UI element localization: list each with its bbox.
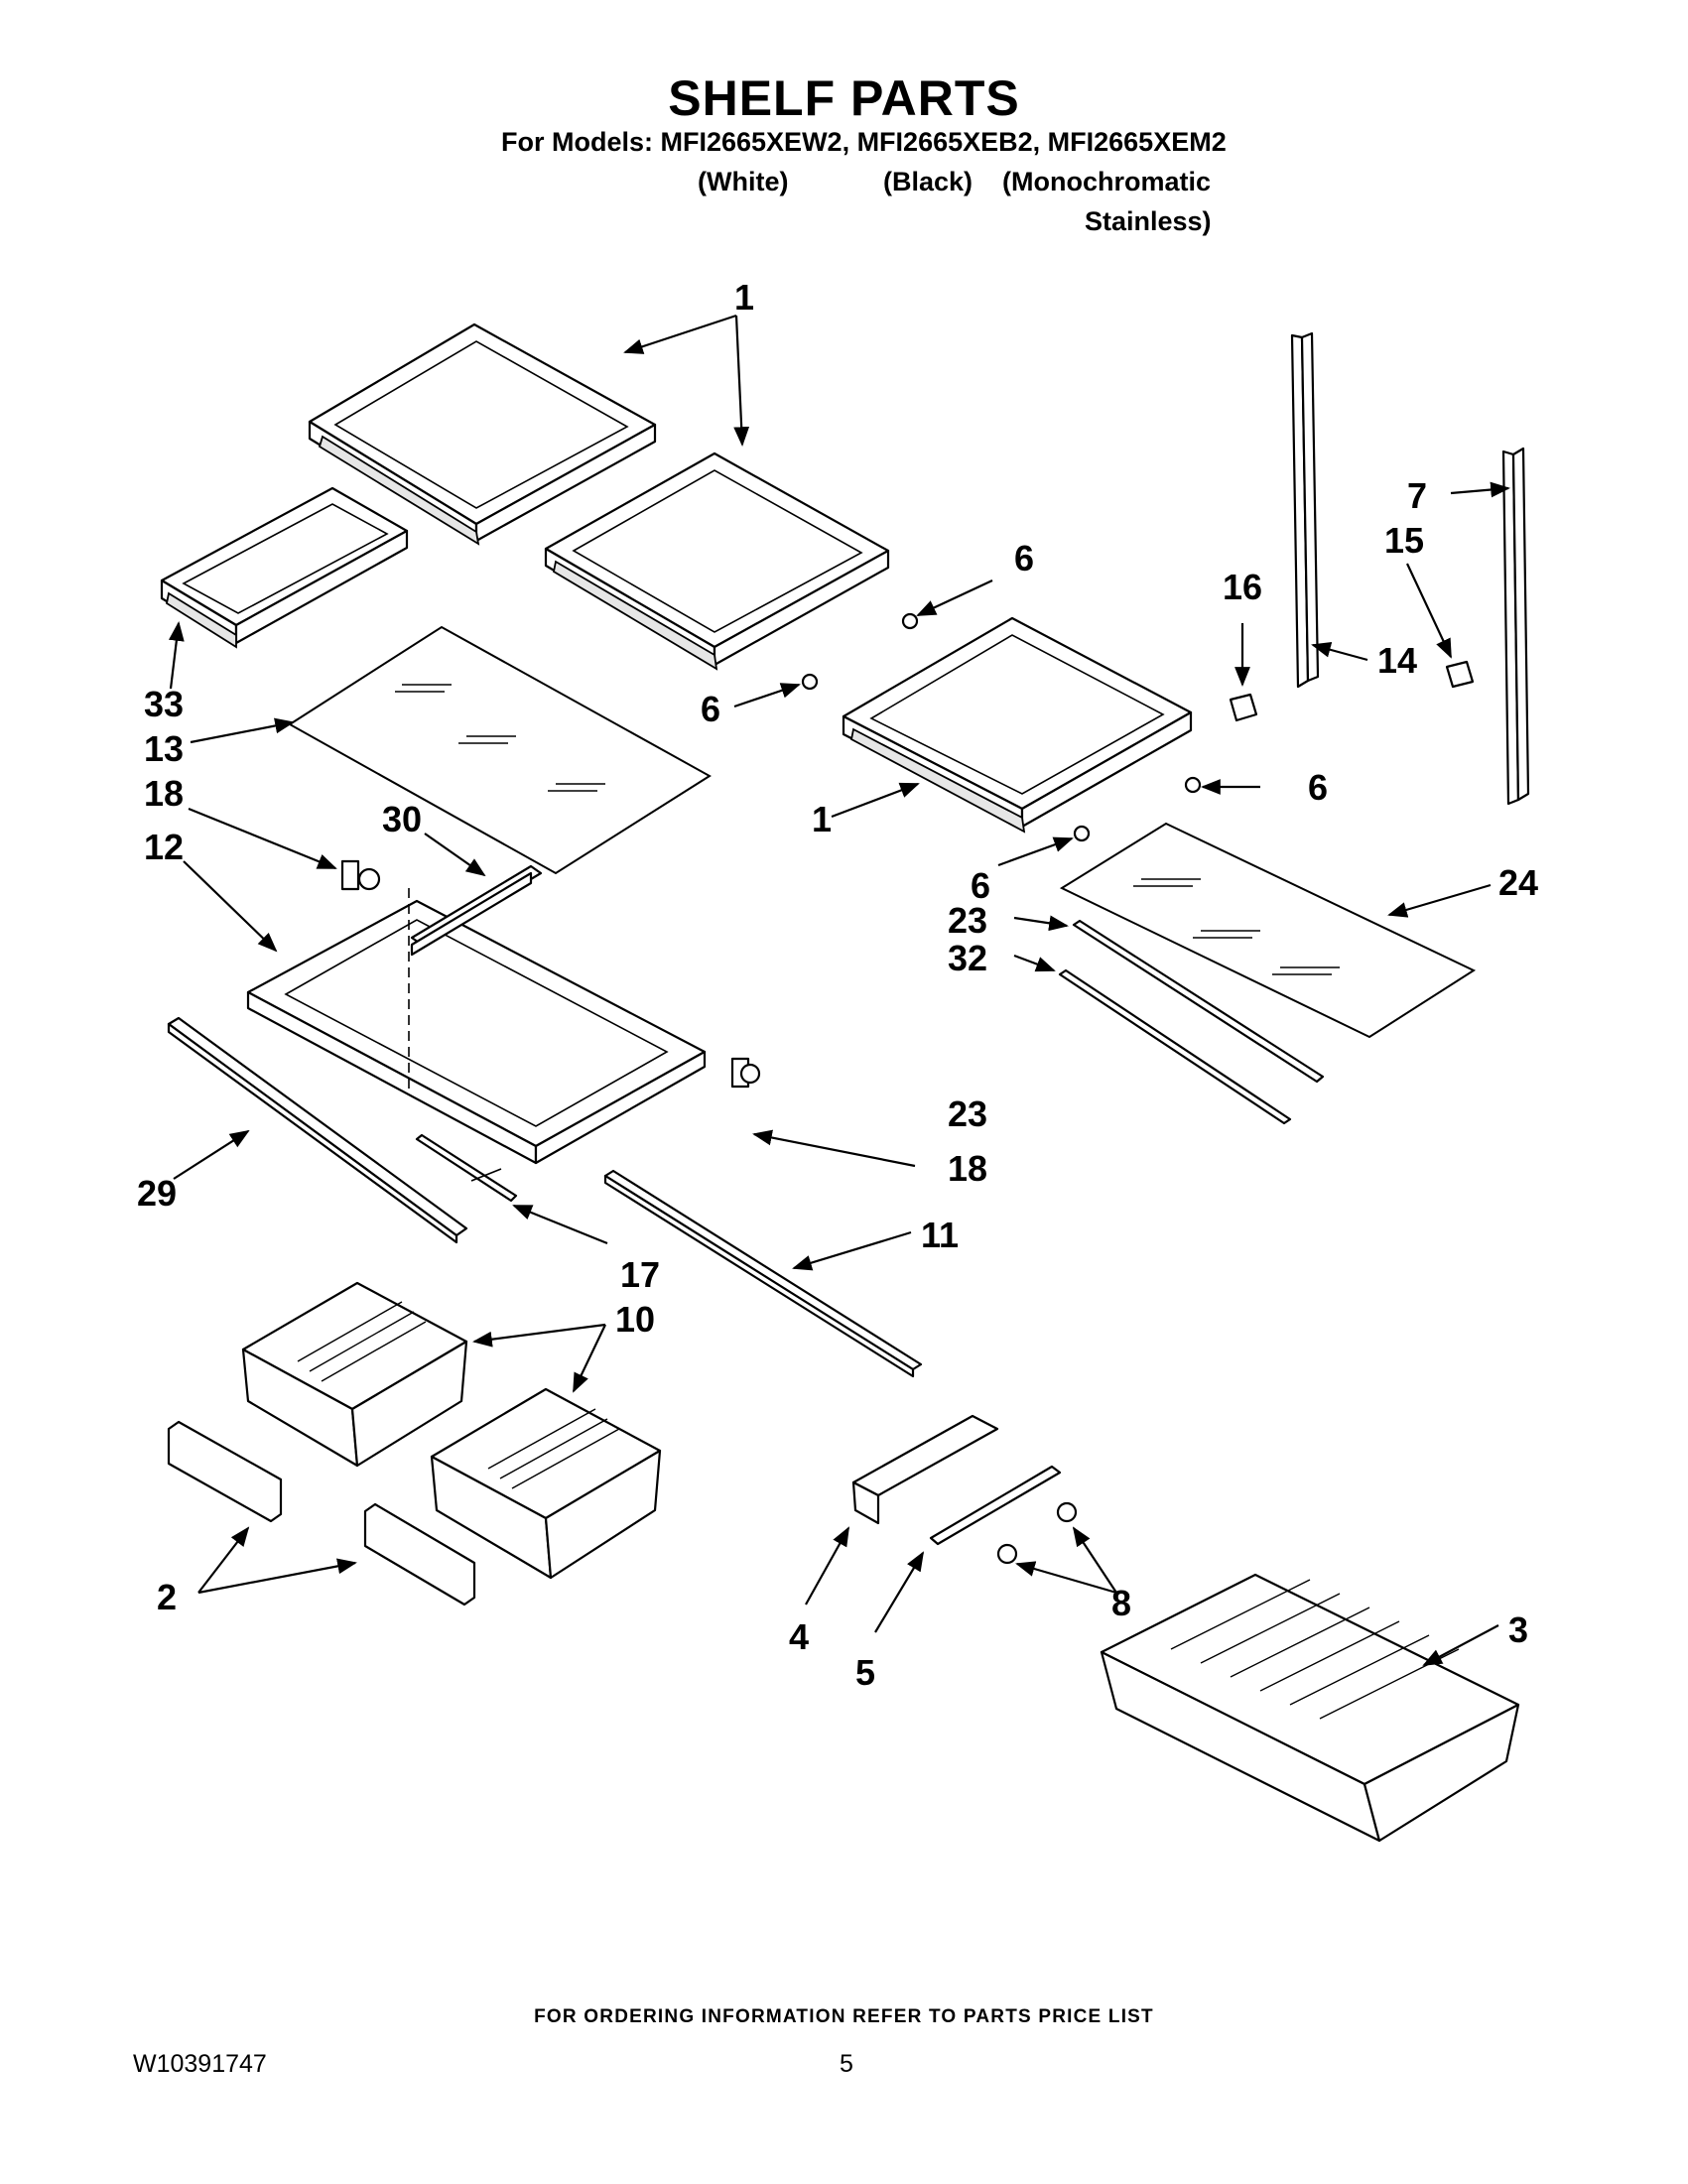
glass-panel-part-13 [288,625,712,875]
callout-23-bottom: 23 [948,1093,987,1134]
callout-29: 29 [137,1173,177,1214]
rail-part-7 [1501,447,1530,806]
clip-part-18-bottom [730,1057,761,1089]
pan-part-3 [1100,1573,1520,1843]
callout-6-b: 6 [701,689,720,729]
rail-part-11 [603,1169,923,1378]
shelf-part-1-middle [544,451,890,671]
drawer-front-part-2-right [363,1502,476,1606]
glass-panel-part-24 [1059,822,1477,1039]
callout-30: 30 [382,799,422,839]
callout-32: 32 [948,938,987,978]
bracket-part-30 [410,864,543,957]
callout-1-mid: 1 [812,799,832,839]
callout-7: 7 [1407,475,1427,516]
cover-part-4 [851,1414,999,1525]
ordering-note: FOR ORDERING INFORMATION REFER TO PARTS … [534,2006,1154,2027]
callout-2: 2 [157,1577,177,1617]
callout-18-top: 18 [144,773,184,814]
callout-6-c: 6 [1308,767,1328,808]
strip-part-29 [167,1016,468,1244]
drawer-front-part-2-left [167,1420,283,1523]
color-mono-label: (Monochromatic [1002,167,1212,196]
screw-part-6-a [901,612,919,630]
trim-strips-part-23-32 [1058,919,1325,1125]
rail-part-14 [1290,331,1320,689]
clip-part-18-top [340,859,381,891]
callout-11: 11 [921,1215,959,1255]
screw-part-6-b [801,673,819,691]
callout-5: 5 [855,1652,875,1693]
shelf-frame-part-12 [246,888,707,1165]
callout-8: 8 [1111,1583,1131,1623]
screw-part-16 [1229,693,1258,722]
callout-1-top: 1 [734,277,754,318]
callout-16: 16 [1223,567,1262,607]
screw-part-8-b [996,1543,1018,1565]
page-number: 5 [840,2050,853,2078]
document-number: W10391747 [133,2050,267,2078]
color-black-label: (Black) [883,167,974,196]
slide-part-17 [415,1133,518,1203]
callout-10: 10 [615,1299,655,1340]
callout-4: 4 [789,1616,809,1657]
callout-17: 17 [620,1254,660,1295]
page-title: SHELF PARTS [668,70,1020,126]
callout-14: 14 [1377,640,1417,681]
crisper-drawer-part-10-left [241,1281,468,1468]
callout-12: 12 [144,827,184,867]
callout-3: 3 [1508,1609,1528,1650]
callout-15: 15 [1384,520,1424,561]
color-white-label: (White) [698,167,789,196]
callout-33: 33 [144,684,184,724]
callout-18-bottom: 18 [948,1148,987,1189]
screw-part-6-c [1184,776,1202,794]
color-mono-label-2: Stainless) [1085,206,1212,236]
screw-part-15 [1445,660,1475,689]
callout-13: 13 [144,728,184,769]
callout-6-a: 6 [1014,538,1034,578]
screw-part-6-d [1073,825,1091,842]
callout-23-top: 23 [948,900,987,941]
callout-24: 24 [1498,862,1538,903]
shelf-part-1-right [842,616,1193,834]
slide-part-5 [929,1465,1062,1546]
models-line: For Models: MFI2665XEW2, MFI2665XEB2, MF… [501,127,1227,157]
crisper-drawer-part-10-right [430,1387,662,1580]
narrow-shelf-part-33 [160,486,409,649]
callout-6-d: 6 [971,865,990,906]
shelf-part-1-upper-left [308,322,657,546]
screw-part-8-a [1056,1501,1078,1523]
leader-lines [168,314,1510,1666]
